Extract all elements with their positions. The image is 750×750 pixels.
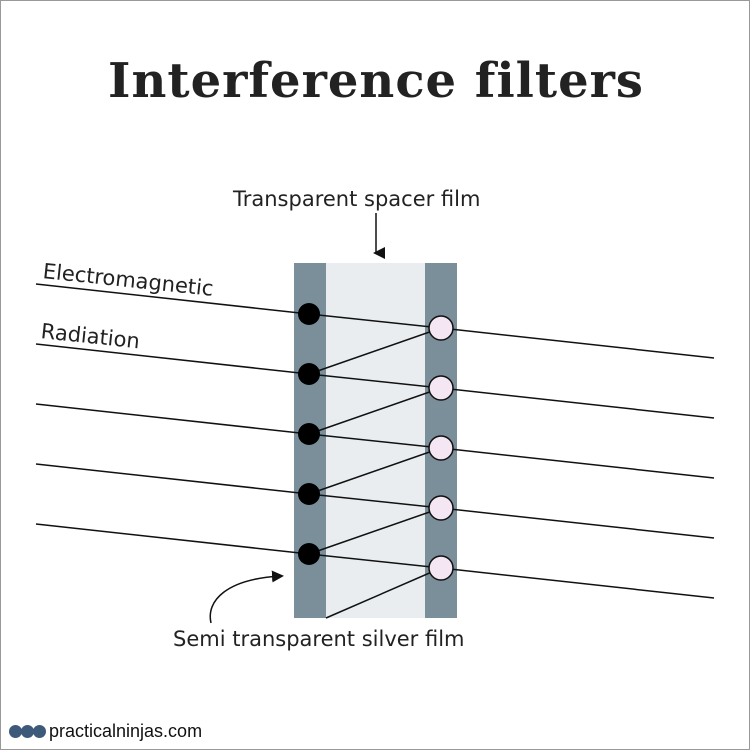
transmitted-node <box>428 375 454 401</box>
transmitted-node <box>428 435 454 461</box>
transmitted-node <box>428 495 454 521</box>
ray-line <box>35 403 715 479</box>
incident-node <box>298 303 320 325</box>
reflection-line <box>308 327 442 375</box>
spacer-film-label: Transparent spacer film <box>233 187 481 211</box>
incident-node <box>298 423 320 445</box>
silver-arrow <box>209 570 284 624</box>
ray-line <box>35 343 715 419</box>
silver-film-label: Semi transparent silver film <box>173 627 465 651</box>
transmitted-node <box>428 315 454 341</box>
title: Interference filters <box>108 53 644 109</box>
reflection-line <box>308 507 442 555</box>
incident-node <box>298 483 320 505</box>
transmitted-node <box>428 555 454 581</box>
incident-node <box>298 363 320 385</box>
footer: practicalninjas.com <box>9 721 202 742</box>
reflection-line <box>325 567 442 619</box>
site-link[interactable]: practicalninjas.com <box>49 721 203 741</box>
ray-line <box>35 523 715 599</box>
reflection-line <box>308 447 442 495</box>
incident-node <box>298 543 320 565</box>
ray-line <box>35 463 715 539</box>
ray-line <box>35 283 715 359</box>
ninja-logo-icon <box>9 725 46 738</box>
reflection-line <box>308 387 442 435</box>
